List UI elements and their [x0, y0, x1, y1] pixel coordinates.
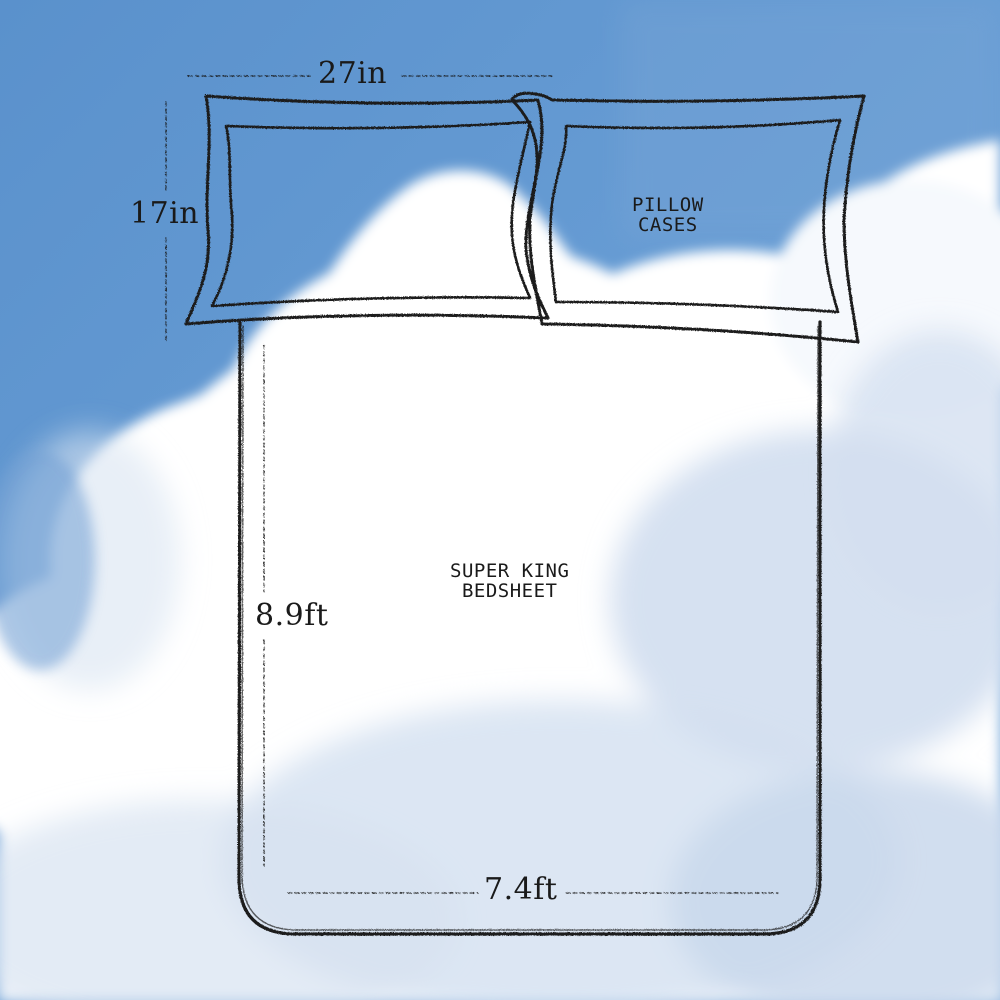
left-pillow-outer: [184, 94, 550, 326]
pillow-height-label: 17in: [130, 196, 200, 231]
bedsheet-title-line1: SUPER KING: [450, 560, 570, 582]
right-pillow-outer: [510, 91, 866, 344]
bedsheet-outline: [237, 320, 822, 936]
ink-drawing: [165, 75, 866, 936]
bedsheet-title: SUPER KING BEDSHEET: [450, 560, 570, 602]
sheet-height-label: 8.9ft: [255, 598, 329, 633]
pillow-cases-title-line2: CASES: [637, 213, 698, 236]
pillow-width-label: 27in: [318, 56, 388, 91]
left-pillow-inner: [210, 120, 532, 308]
sky-patch-left: [0, 450, 95, 670]
bedsheet-title-line2: BEDSHEET: [461, 579, 558, 602]
sheet-width-label: 7.4ft: [484, 872, 558, 907]
bedsheet-outline-retrace: [241, 325, 819, 931]
pillow-cases-title: PILLOW CASES: [632, 194, 704, 236]
right-pillow-inner: [549, 118, 842, 314]
pillow-cases-title-line1: PILLOW: [632, 194, 704, 216]
